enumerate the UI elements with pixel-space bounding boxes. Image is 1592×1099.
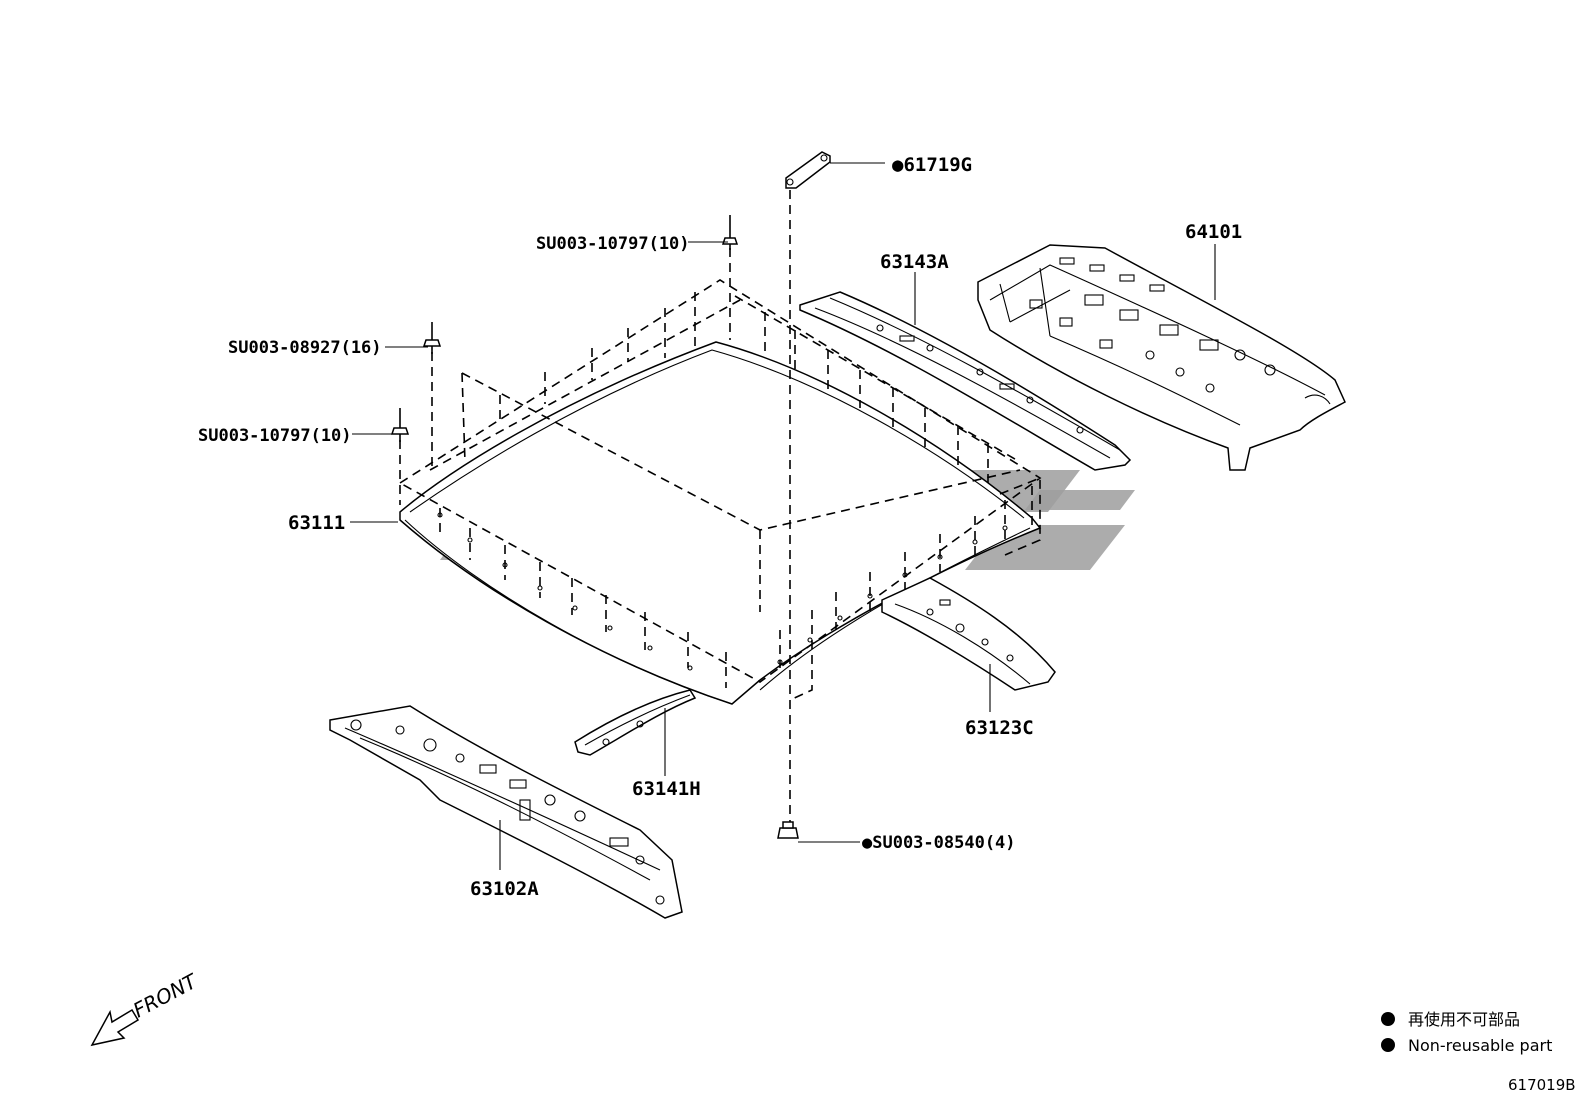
rivet-top [721, 215, 739, 250]
rear-header-part [799, 291, 1132, 471]
label-61719g: ●61719G [892, 154, 972, 176]
front-direction-arrow: FRONT [90, 968, 202, 1047]
roof-bow-part [574, 689, 697, 756]
label-63141h: 63141H [632, 778, 701, 800]
label-63123c: 63123C [965, 717, 1034, 739]
legend-japanese: 再使用不可部品 [1408, 1010, 1520, 1029]
leader-lines [350, 162, 1216, 870]
front-header-part [329, 705, 683, 919]
label-su003-08927: SU003-08927(16) [228, 338, 382, 358]
label-63143a: 63143A [880, 251, 949, 273]
legend-english: Non-reusable part [1408, 1036, 1552, 1055]
label-64101: 64101 [1185, 221, 1242, 243]
rivet-middle-left [422, 322, 442, 354]
rivet-lower-left [390, 408, 410, 442]
legend: 再使用不可部品 Non-reusable part [1381, 1010, 1552, 1055]
rear-panel-part [977, 244, 1346, 471]
roof-panel [399, 341, 1042, 705]
label-su003-10797-left: SU003-10797(10) [198, 426, 352, 446]
label-63102a: 63102A [470, 878, 539, 900]
label-su003-08540: ●SU003-08540(4) [862, 833, 1016, 853]
label-63111: 63111 [288, 512, 345, 534]
non-reusable-bullet-icon [1381, 1012, 1395, 1026]
nut-su003-08540 [777, 821, 799, 839]
non-reusable-bullet-icon [1381, 1038, 1395, 1052]
assembly-dashed-lines [399, 190, 1042, 825]
bracket-61719g [785, 151, 831, 189]
front-label: FRONT [129, 968, 202, 1022]
label-su003-10797-top: SU003-10797(10) [536, 234, 690, 254]
diagram-code: 617019B [1508, 1076, 1576, 1094]
rear-roof-rail-part [881, 577, 1056, 691]
